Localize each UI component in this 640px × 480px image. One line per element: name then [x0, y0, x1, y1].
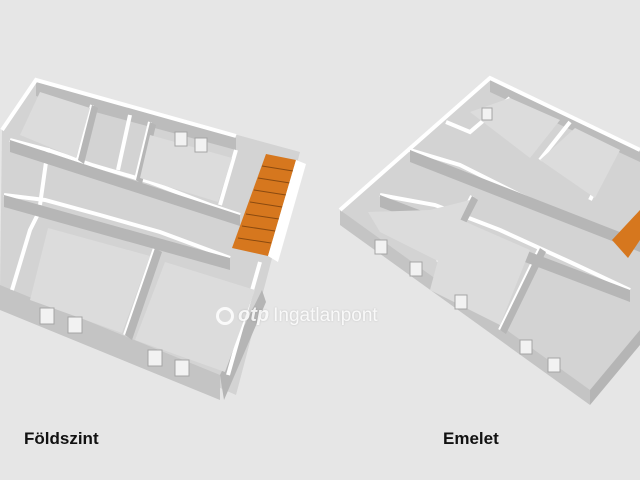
- ground-outer-wall-front: [0, 285, 220, 400]
- watermark-brand: otp: [238, 304, 270, 326]
- upper-outer-wall-right: [590, 330, 640, 405]
- watermark: otp Ingatlanpont: [216, 304, 378, 327]
- upper-stair-opening: [612, 210, 640, 258]
- ground-floor-plan: [0, 77, 306, 400]
- ground-floor-label: Földszint: [24, 429, 99, 448]
- upper-back-wall-top: [338, 75, 640, 212]
- ground-outer-wall-right: [220, 290, 266, 400]
- upper-windows: [374, 107, 561, 373]
- upper-floor-label: Emelet: [443, 429, 499, 448]
- ground-room-floors: [20, 92, 255, 372]
- otp-logo-icon: [216, 306, 234, 325]
- watermark-suffix: Ingatlanpont: [273, 304, 378, 326]
- upper-floor-plan: [338, 75, 640, 405]
- ground-windows: [39, 131, 208, 377]
- ground-staircase: [232, 154, 306, 262]
- upper-back-wall: [490, 78, 640, 162]
- ground-back-wall-top: [0, 77, 237, 138]
